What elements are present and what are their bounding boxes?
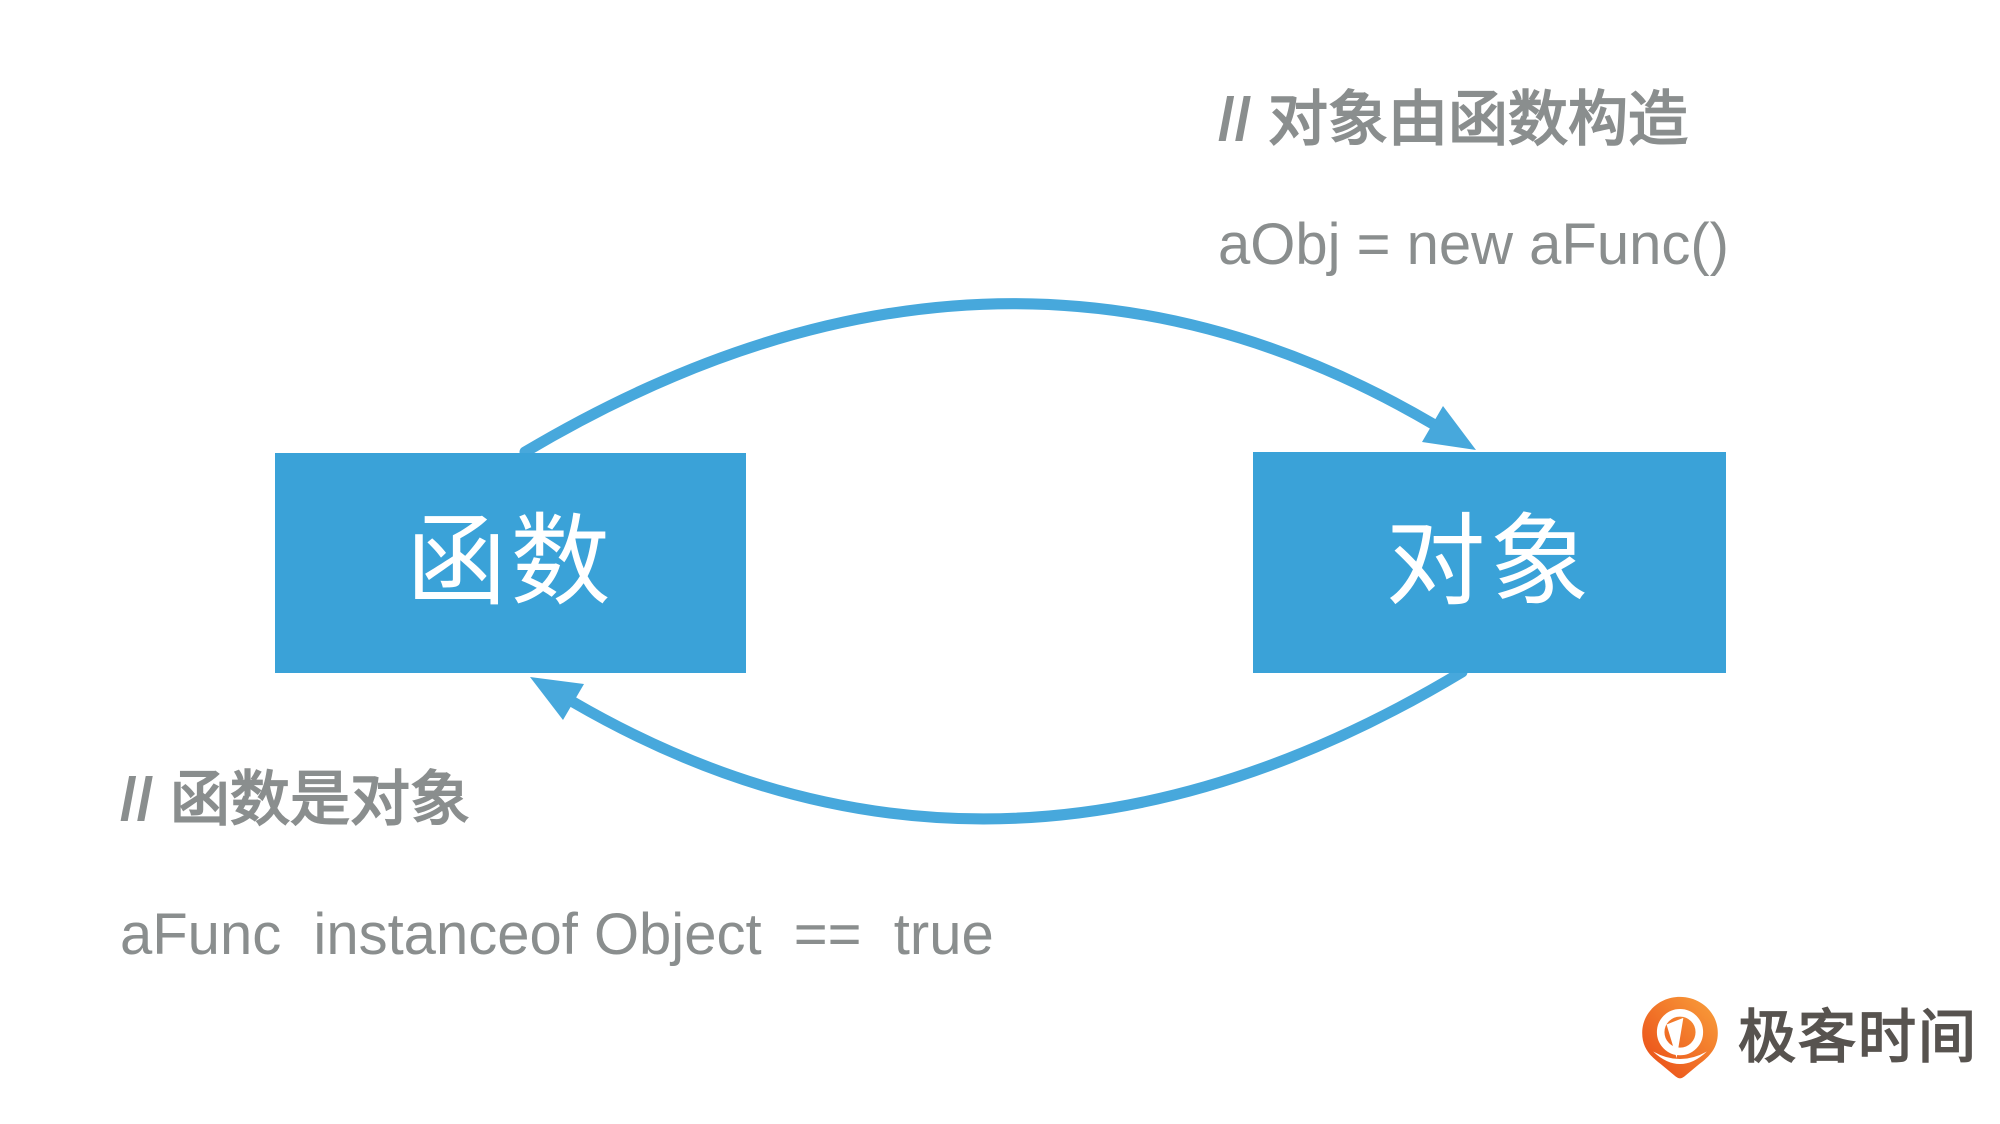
node-object-label: 对象	[1385, 506, 1594, 618]
node-function-label: 函数	[406, 507, 615, 618]
geektime-logo: 极客时间	[1638, 994, 1978, 1082]
bottom-annotation-comment: // 函数是对象	[120, 766, 471, 833]
arrow-function-to-object-head	[1422, 406, 1476, 450]
top-annotation: // 对象由函数构造 aObj = new aFunc()	[1218, 88, 1729, 276]
top-annotation-comment: // 对象由函数构造	[1218, 86, 1689, 153]
geektime-pin-icon	[1642, 996, 1718, 1079]
node-function: 函数	[275, 453, 746, 673]
bottom-annotation-code: aFunc instanceof Object == true	[120, 902, 994, 967]
node-object: 对象	[1253, 452, 1726, 673]
geektime-wordmark: 极客时间	[1738, 1005, 1979, 1070]
arrow-object-to-function-head	[530, 677, 584, 720]
bottom-annotation: // 函数是对象 aFunc instanceof Object == true	[120, 768, 994, 966]
arrow-function-to-object	[519, 298, 1439, 458]
arrow-object-to-function	[567, 666, 1468, 825]
top-annotation-code: aObj = new aFunc()	[1218, 212, 1729, 277]
